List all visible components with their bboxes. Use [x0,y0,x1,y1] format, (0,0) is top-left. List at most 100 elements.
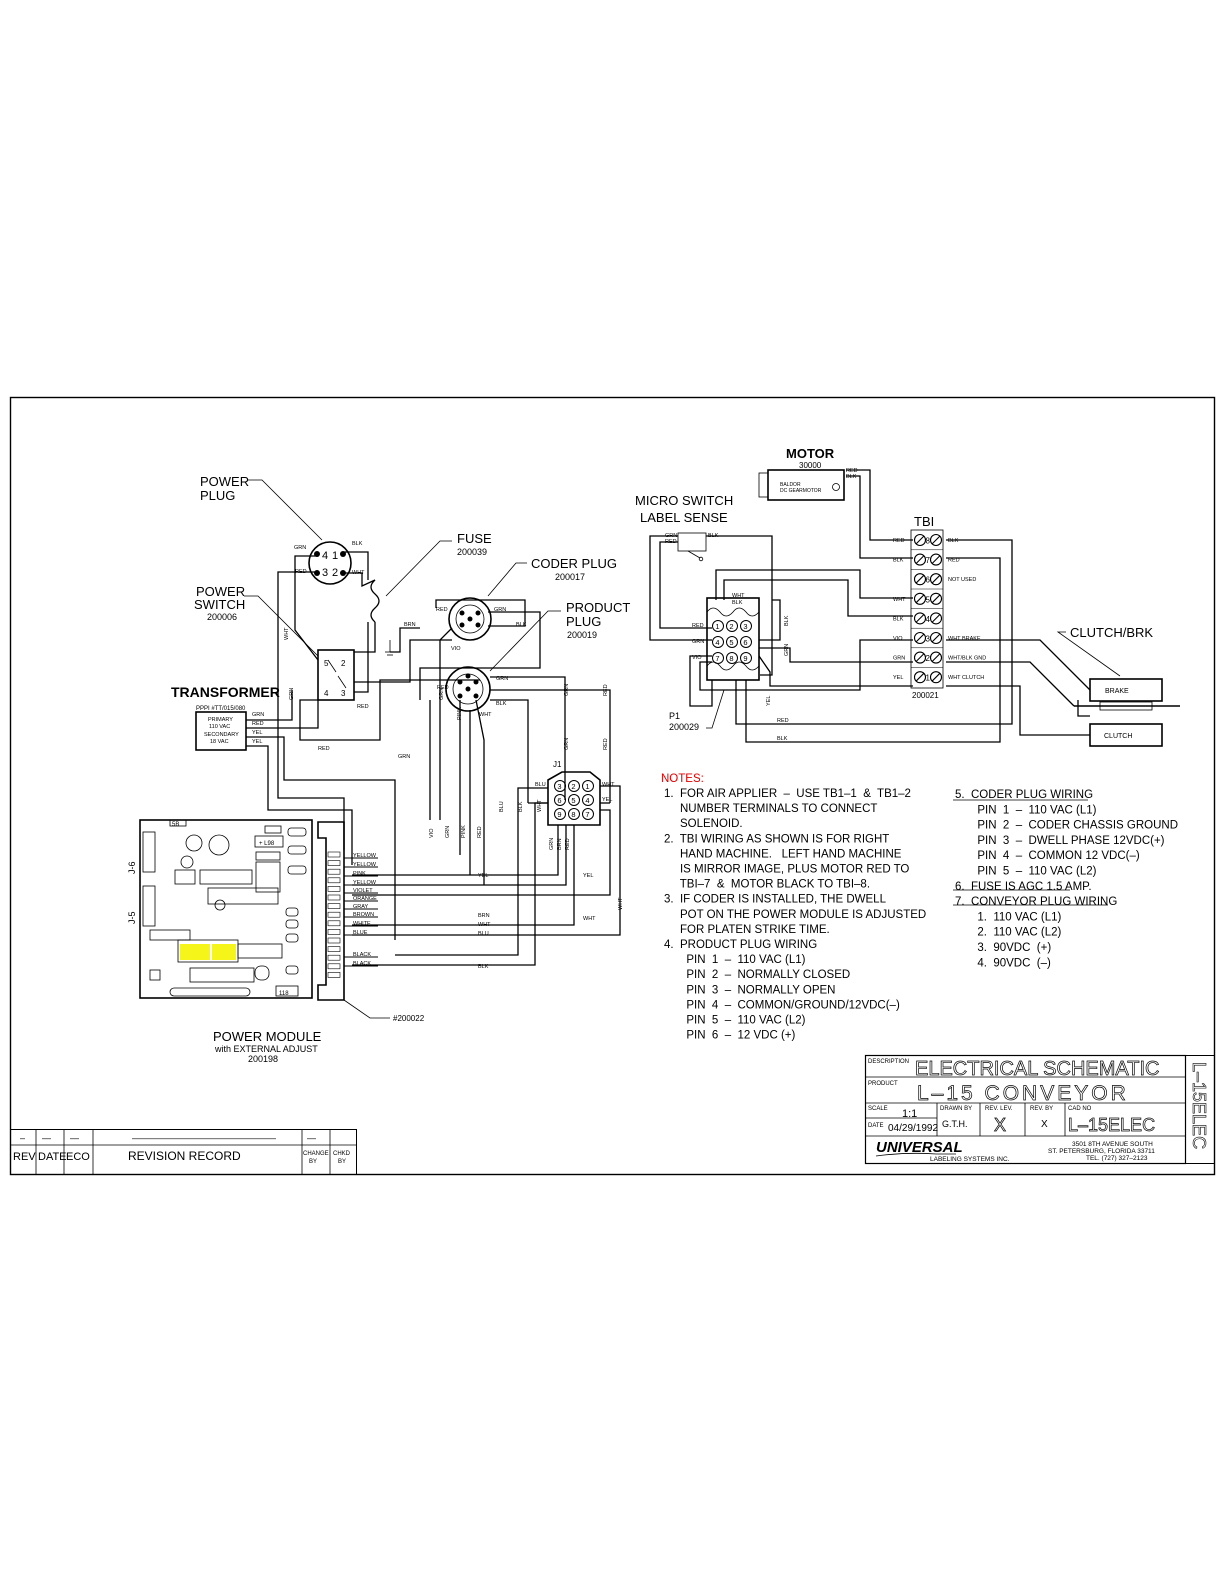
note-line: PIN 6 – 12 VDC (+) [664,1030,796,1042]
svg-text:BLK: BLK [732,600,743,606]
svg-text:GRN: GRN [398,754,410,760]
power-plug-label-1: POWER [200,474,249,489]
note-line: TBI–7 & MOTOR BLACK TO TBI–8. [664,879,870,891]
svg-text:PLUG: PLUG [566,614,601,629]
svg-text:GRN: GRN [439,688,445,700]
j1-pin [568,780,580,792]
svg-text:WHT: WHT [479,712,492,718]
svg-text:BLU: BLU [499,801,505,812]
tbi-screw [929,631,943,645]
svg-text:+ L98: + L98 [259,841,275,847]
note-line: PIN 2 – CODER CHASSIS GROUND [955,820,1178,832]
tbi-screw [913,573,927,586]
tbi-screw-slot [915,653,925,662]
p1-pin [712,620,724,632]
module-pin [327,903,341,909]
motor: MOTOR 30000 BALDOR DC GEARMOTOR RED BLK [758,446,913,559]
coder-plug-label: CODER PLUG [531,556,617,571]
p1-pin-number: 1 [715,622,719,631]
svg-text:CLUTCH: CLUTCH [1104,733,1132,740]
notes: NOTES: 1. FOR AIR APPLIER – USE TB1–1 & … [661,773,1178,1042]
svg-text:PPPI #TT/015/080: PPPI #TT/015/080 [196,706,246,712]
micro-switch: MICRO SWITCH LABEL SENSE GRN RED BLK [635,493,773,676]
svg-text:GRN: GRN [549,838,555,850]
p1-pin-number: 2 [729,622,733,631]
svg-text:VIO: VIO [429,828,435,838]
svg-text:4: 4 [322,550,328,562]
tbi-terminal-number: 8 [926,537,931,546]
svg-text:BLK: BLK [777,736,788,742]
tbi-terminal-number: 1 [926,674,931,683]
p1-pin [726,620,738,632]
svg-text:REV. LEV.: REV. LEV. [985,1106,1013,1112]
tbi-screw-slot [915,535,925,545]
p1-pin [712,652,724,664]
svg-text:BLK: BLK [518,801,524,812]
svg-text:RED: RED [846,468,858,474]
drawing-product: L–15 CONVEYOR [917,1082,1129,1105]
svg-text:POWER: POWER [196,584,245,599]
svg-text:YEL: YEL [602,797,612,803]
tbi-screw-slot [915,555,925,564]
j1-pin [554,808,566,820]
svg-text:RED: RED [357,704,369,710]
j1-pin [582,808,594,820]
svg-text:LABEL SENSE: LABEL SENSE [640,510,728,525]
drawn-by: G.T.H. [942,1119,968,1129]
tbi-screw-slot [931,633,941,643]
product-plug: PRODUCT PLUG 200019 RED GRN BLK WHT [437,600,630,718]
power-module-label: POWER MODULE [213,1029,322,1044]
power-module-board: 5B J-6 J-5 + L98 118 [127,819,425,1064]
svg-text:BY: BY [338,1159,346,1165]
note-line: FOR PLATEN STRIKE TIME. [664,924,830,936]
note-line: 1. FOR AIR APPLIER – USE TB1–1 & TB1–2 [664,788,911,800]
svg-text:200019: 200019 [567,630,597,640]
date-header: DATE [38,1151,67,1163]
svg-text:BLK: BLK [478,964,489,970]
svg-text:GRN: GRN [445,826,451,838]
svg-text:118: 118 [279,991,289,997]
j1-pin-number: 8 [571,810,575,819]
j1-pin-number: 7 [585,810,589,819]
tbi-screw [929,592,943,605]
j1-pin [568,794,580,806]
tbi-screw-slot [931,614,941,623]
p1-pin [740,636,752,648]
module-pin [327,954,341,961]
svg-text:TEL. (727) 327–2123: TEL. (727) 327–2123 [1086,1155,1148,1162]
svg-text:WHT: WHT [618,897,624,910]
drawing-date: 04/29/1992 [888,1123,938,1134]
tbi-wire-label: BLK [893,616,904,622]
svg-text:200198: 200198 [248,1054,278,1064]
note-line: PIN 3 – NORMALLY OPEN [664,984,836,996]
note-line: NUMBER TERMINALS TO CONNECT [664,803,877,815]
svg-text:WHT: WHT [284,627,290,640]
module-wire-label: YELLOW [353,862,377,868]
svg-text:DC GEARMOTOR: DC GEARMOTOR [780,488,822,494]
transformer: TRANSFORMER PPPI #TT/015/080 PRIMARY 110… [171,684,280,751]
j1-pin-number: 3 [557,782,561,791]
tbi-screw-slot [915,614,925,623]
svg-text:1: 1 [332,550,338,562]
tbi-screw-slot [931,555,941,564]
svg-text:BLK: BLK [846,474,857,480]
tbi-screw-slot [915,574,925,584]
svg-text:RED: RED [477,826,483,838]
module-pin [327,946,341,952]
tbi-screw-slot [931,574,941,584]
title-block: DESCRIPTION ELECTRICAL SCHEMATIC PRODUCT… [864,1054,1215,1165]
svg-text:GRN: GRN [289,688,295,700]
j1-pin-number: 2 [571,782,575,791]
p1-pin-number: 5 [729,638,733,647]
svg-text:GRN: GRN [252,712,264,718]
module-pin [327,929,341,935]
tbi-terminal-number: 3 [926,635,931,644]
svg-text:18 VAC: 18 VAC [210,739,229,745]
svg-text:with EXTERNAL ADJUST: with EXTERNAL ADJUST [214,1044,318,1054]
tbi-screw [929,573,943,586]
module-wire-label: YELLOW [353,853,377,859]
tbi-screw [913,592,927,605]
svg-text:YEL: YEL [478,873,488,879]
svg-text:—: — [307,1133,316,1143]
